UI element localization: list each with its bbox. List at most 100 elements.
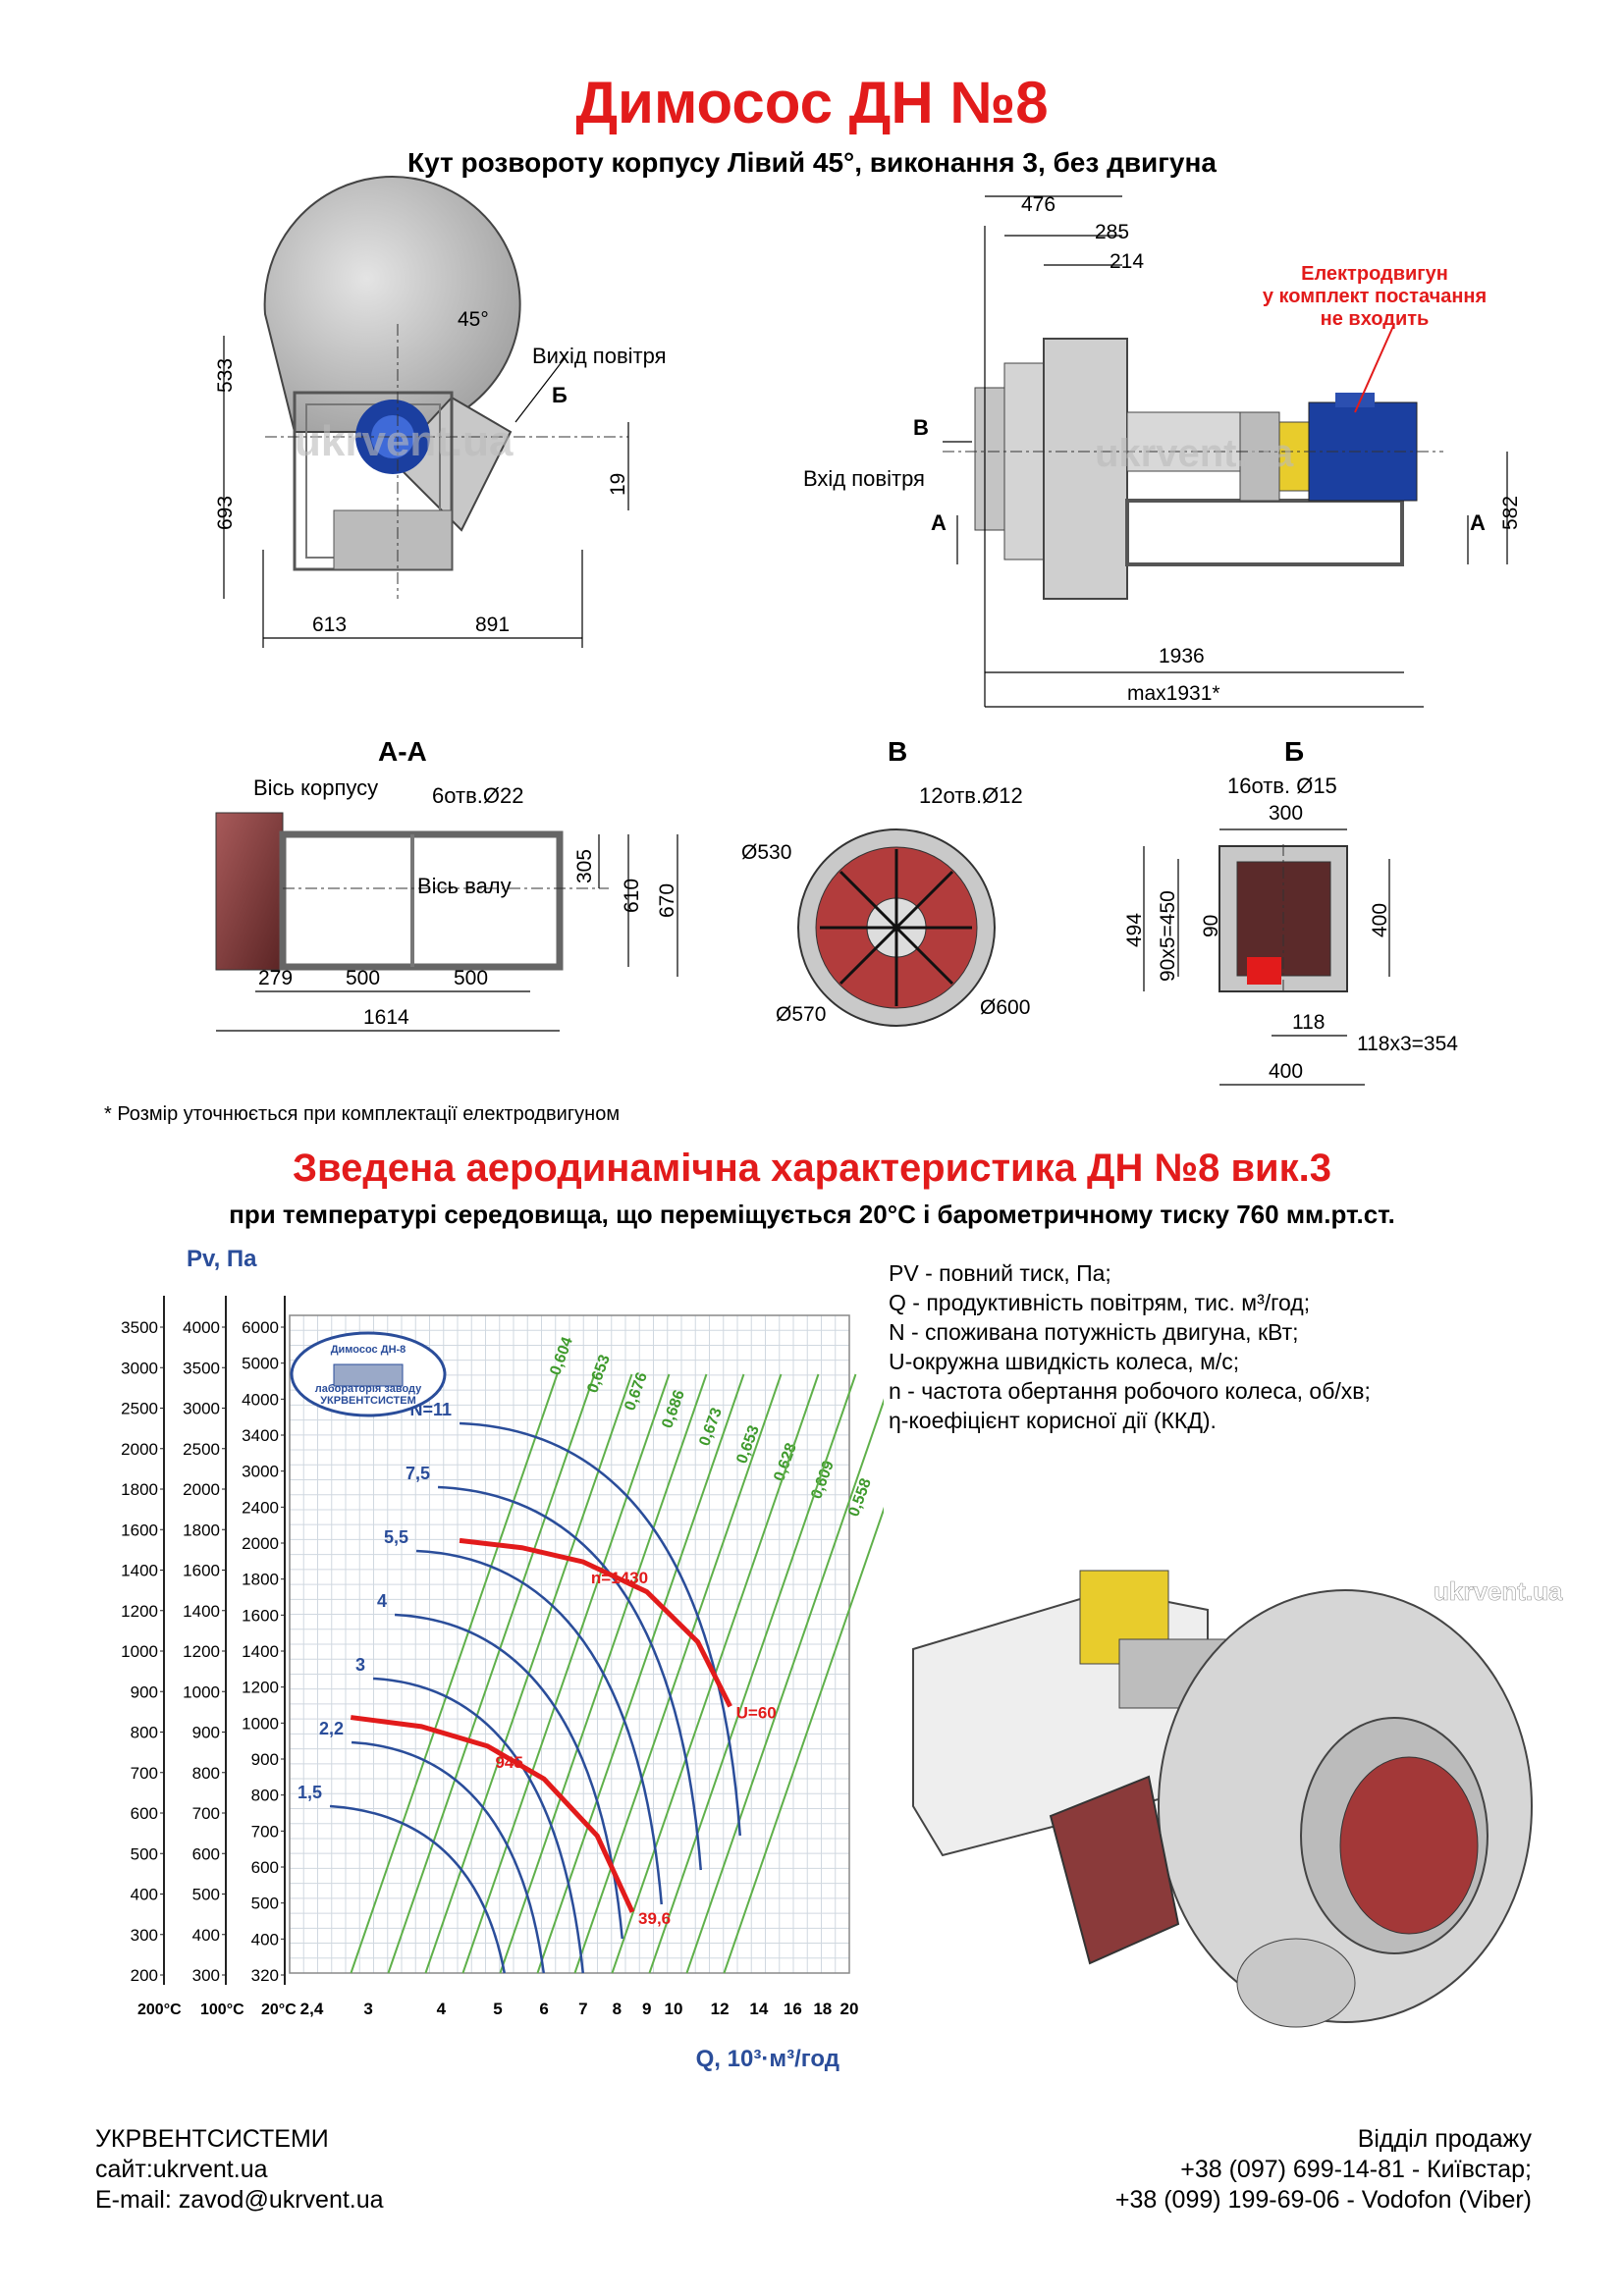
power-label: 4	[377, 1591, 387, 1611]
dim-max1931: max1931*	[1127, 682, 1220, 705]
legend-pv: PV - повний тиск, Па;	[889, 1260, 1111, 1286]
dim-300: 300	[1269, 802, 1303, 825]
efficiency-line	[573, 1373, 783, 1974]
pressure-tick-label: 3500	[121, 1318, 158, 1337]
pressure-tick-label: 3400	[242, 1426, 279, 1445]
efficiency-line	[685, 1398, 884, 1974]
power-curve	[394, 1613, 624, 1940]
pressure-tick-label: 900	[131, 1682, 158, 1701]
velocity-label: U=60	[736, 1703, 777, 1722]
motor-note-line1: Електродвигун	[1301, 263, 1448, 285]
y-axis-title: Pv, Па	[187, 1246, 257, 1272]
x-tick-label: 18	[813, 2000, 832, 2018]
x-tick-label: 5	[493, 2000, 502, 2018]
plot-frame	[289, 1314, 850, 1974]
x-axis-title: Q, 10³·м³/год	[696, 2046, 839, 2071]
temperature-label: 100°С	[200, 2002, 244, 2018]
power-label: 2,2	[319, 1719, 344, 1738]
power-label: 1,5	[298, 1783, 322, 1802]
aero-subtitle: при температурі середовища, що переміщує…	[229, 1200, 1395, 1229]
x-tick-label: 6	[539, 2000, 548, 2018]
pressure-tick-label: 700	[251, 1822, 279, 1841]
company-email[interactable]: E-mail: zavod@ukrvent.ua	[95, 2186, 384, 2214]
aero-chart: 3500300025002000180016001400120010009008…	[121, 1246, 884, 2071]
pressure-tick-label: 3000	[121, 1359, 158, 1377]
x-tick-label: 14	[749, 2000, 768, 2018]
dim-533: 533	[214, 358, 237, 393]
efficiency-line	[723, 1506, 884, 1974]
power-curve	[460, 1421, 742, 1837]
pressure-tick-label: 3500	[183, 1359, 220, 1377]
pressure-tick-label: 400	[131, 1886, 158, 1904]
dim-214: 214	[1110, 250, 1144, 273]
speed-curve	[350, 1715, 635, 1913]
dim-d530: Ø530	[741, 841, 791, 864]
dim-500a: 500	[346, 967, 380, 989]
phone-vodafone[interactable]: +38 (099) 199-69-06 - Vodofon (Viber)	[1114, 2186, 1532, 2214]
power-curve	[416, 1549, 664, 1905]
section-b-drawing	[1218, 844, 1348, 992]
efficiency-line	[461, 1373, 671, 1974]
x-tick-label: 10	[665, 2000, 683, 2018]
efficiency-label: 0,604	[547, 1335, 576, 1378]
dim-693: 693	[214, 496, 237, 530]
x-tick-label: 2,4	[300, 2000, 324, 2018]
pressure-tick-label: 1400	[242, 1642, 279, 1661]
x-tick-label: 9	[642, 2000, 651, 2018]
section-v-title: В	[888, 736, 907, 767]
pressure-tick-label: 200	[131, 1966, 158, 1985]
pressure-tick-label: 1200	[121, 1602, 158, 1621]
pressure-tick-label: 800	[251, 1787, 279, 1805]
pressure-tick-label: 1400	[121, 1562, 158, 1580]
efficiency-line	[350, 1373, 559, 1974]
section-v-marker: В	[913, 415, 929, 440]
pressure-tick-label: 1800	[183, 1521, 220, 1539]
dim-d570: Ø570	[776, 1003, 826, 1026]
dim-582: 582	[1499, 496, 1522, 530]
footer-sales: Відділ продажу +38 (097) 699-14-81 - Киї…	[1115, 2124, 1532, 2216]
dim-500b: 500	[454, 967, 488, 989]
legend: PV - повний тиск, Па; Q - продуктивність…	[889, 1258, 1371, 1435]
pressure-tick-label: 600	[192, 1844, 220, 1863]
dim-d600: Ø600	[980, 996, 1030, 1019]
side-view	[943, 323, 1443, 600]
dim-279: 279	[258, 967, 293, 989]
lab-logo-text: Димосос ДН-8	[331, 1344, 406, 1356]
motor-note-line2: у комплект постачання	[1262, 286, 1488, 307]
pressure-tick-label: 1000	[183, 1682, 220, 1701]
watermark-1: ukrvent.ua	[295, 417, 514, 465]
legend-u: U-окружна швидкість колеса, м/с;	[889, 1349, 1240, 1374]
x-tick-label: 4	[437, 2000, 447, 2018]
page-title: Димосос ДН №8	[575, 70, 1049, 135]
efficiency-label: 0,653	[733, 1423, 763, 1467]
speed-label: 945	[495, 1753, 522, 1772]
legend-q: Q - продуктивність повітрям, тис. м³/год…	[889, 1290, 1311, 1315]
pressure-tick-label: 1200	[242, 1679, 279, 1697]
pressure-tick-label: 300	[131, 1926, 158, 1945]
phone-kyivstar[interactable]: +38 (097) 699-14-81 - Київстар;	[1180, 2156, 1532, 2183]
power-label: 7,5	[406, 1464, 430, 1483]
holes-v-label: 12отв.Ø12	[919, 783, 1023, 808]
pressure-tick-label: 900	[251, 1750, 279, 1769]
dim-610: 610	[621, 879, 643, 913]
x-tick-label: 8	[613, 2000, 622, 2018]
pressure-tick-label: 4000	[242, 1390, 279, 1409]
dim-613: 613	[312, 614, 347, 636]
efficiency-label: 0,686	[659, 1388, 688, 1431]
speed-label: n=1430	[591, 1569, 648, 1587]
dim-400-h: 400	[1269, 1060, 1303, 1083]
pressure-tick-label: 2000	[242, 1534, 279, 1553]
dim-476: 476	[1021, 193, 1056, 216]
company-site[interactable]: сайт:ukrvent.ua	[95, 2156, 268, 2183]
pressure-tick-label: 2500	[121, 1400, 158, 1418]
pressure-tick-label: 600	[131, 1804, 158, 1823]
pressure-tick-label: 800	[131, 1724, 158, 1742]
efficiency-line	[648, 1373, 857, 1974]
dim-1614: 1614	[363, 1006, 409, 1029]
pressure-tick-label: 1800	[242, 1571, 279, 1589]
inlet-label: Вхід повітря	[803, 466, 925, 491]
pressure-tick-label: 300	[192, 1966, 220, 1985]
sales-dept: Відділ продажу	[1357, 2125, 1532, 2153]
pressure-tick-label: 1800	[121, 1480, 158, 1499]
power-curve	[329, 1804, 506, 1974]
